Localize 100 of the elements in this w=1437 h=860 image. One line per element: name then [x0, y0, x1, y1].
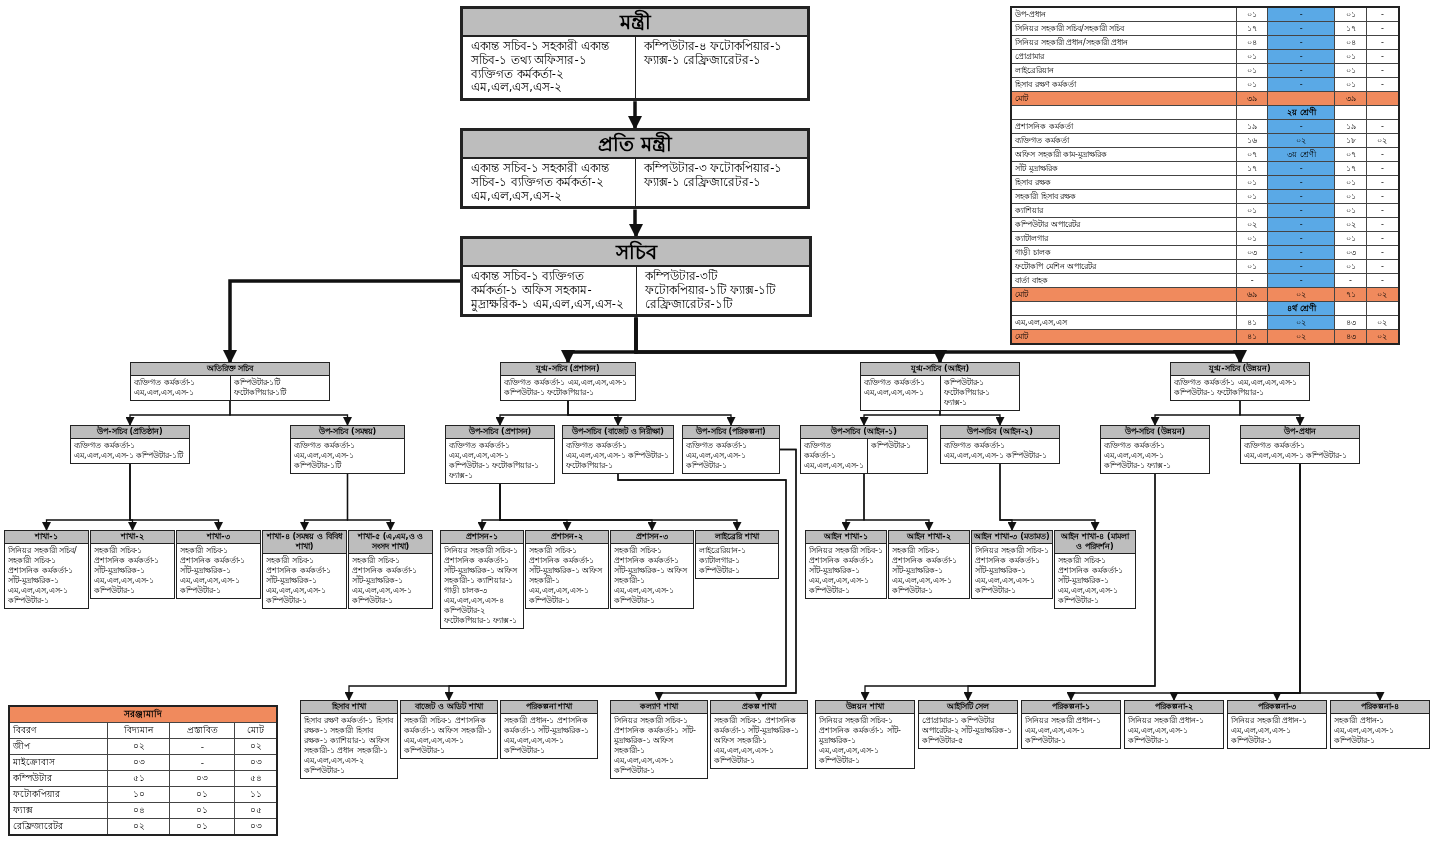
table-cell: ১০: [107, 786, 170, 803]
table-cell: -: [1267, 7, 1335, 22]
staff-list: সহকারী প্রধান-১ প্রশাসনিক কর্মকর্তা-১ সাঁট-মুদ্রাক্ষরিক-১ এম,এল,এস,এস-১ কম্পিউটার-১: [501, 714, 597, 758]
unit-title: উপ-সচিব (আইন-১): [801, 426, 927, 439]
unit-title: আইন শাখা-১: [806, 531, 886, 544]
table-cell: -: [1236, 273, 1268, 288]
staff-list: ব্যক্তিগত কর্মকর্তা-১ এম,এল,এস,এস-১: [801, 439, 867, 473]
org-unit-box: [4, 530, 89, 609]
unit-title: উপ-সচিব (উন্নয়ন): [1101, 426, 1209, 439]
table-cell: ০১: [1236, 7, 1268, 22]
unit-title: প্রকল্প শাখা: [711, 701, 807, 714]
table-cell: -: [169, 738, 235, 755]
table-cell: ০১: [1334, 175, 1367, 190]
table-cell: ৫১: [107, 770, 170, 787]
unit-title: প্রশাসন-১: [441, 531, 523, 544]
staff-list: ব্যক্তিগত কর্মকর্তা-১ এম,এল,এস,এস-১ কম্পিউটার-১: [1241, 439, 1359, 463]
staff-list: সিনিয়র সহকারী সচিব-১ প্রশাসনিক কর্মকর্তা-১ সাঁট-মুদ্রাক্ষরিক-১ এম,এল,এস,এস-১ কম্পিউটার-১: [972, 544, 1052, 598]
table-cell: ক্যাটালগার: [1011, 231, 1237, 246]
table-cell: ০১: [1334, 231, 1367, 246]
unit-title: পরিকল্পনা-১: [1022, 701, 1120, 714]
arrow: [129, 463, 223, 531]
org-unit-box: [290, 425, 405, 474]
org-unit-box: [445, 425, 555, 484]
org-unit-box: [562, 425, 674, 474]
table-cell: ০৭: [1236, 147, 1268, 162]
arrow: [223, 279, 460, 364]
staff-list: সহকারী প্রধান-১ এম,এল,এস,এস-১ কম্পিউটার-১: [1331, 714, 1429, 748]
org-unit-box: [525, 530, 609, 609]
table-cell: ফটোকপি মেশিন অপারেটর: [1011, 259, 1237, 274]
arrow: [754, 448, 797, 701]
unit-title: শাখা-১: [5, 531, 88, 544]
table-cell: ০১: [169, 786, 235, 803]
unit-title: উপ-সচিব (প্রশাসন): [446, 426, 554, 439]
table-cell: কম্পিউটার: [9, 770, 108, 787]
staff-list: ব্যক্তিগত কর্মকর্তা-১ এম,এল,এস,এস-১ কম্পিউটার-১টি: [71, 439, 189, 463]
table-cell: উপ-প্রধান: [1011, 7, 1237, 22]
staff-list: ব্যক্তিগত কর্মকর্তা-১ এম,এল,এস,এস-১ কম্পিউটার-১: [683, 439, 779, 473]
staff-list: সিনিয়র সহকারী প্রধান-১ এম,এল,এস,এস-১ কম্পিউটার-১: [1228, 714, 1326, 748]
table-cell: বার্তা বাহক: [1011, 273, 1237, 288]
org-unit-box: [1100, 425, 1210, 474]
table-cell: সরঞ্জামাদি: [9, 706, 277, 723]
unit-title: উপ-প্রধান: [1241, 426, 1359, 439]
arrow: [628, 101, 642, 130]
staff-list: সহকারী সচিব-১ প্রশাসনিক কর্মকর্তা-১ সাঁট-মুদ্রাক্ষরিক-১ অফিস সহকারী-১ এম,এল,এস,এস-১ কম্পিউটার-১: [611, 544, 693, 608]
arrow: [567, 400, 736, 426]
org-unit-box: [1330, 700, 1430, 749]
staff-list: কম্পিউটার-৩টি ফটোকপিয়ার-১টি ফ্যাক্স-১টি রেফ্রিজারেটর-১টি: [635, 267, 809, 315]
table-cell: ০১: [1334, 63, 1367, 78]
org-unit-box: [888, 530, 970, 599]
table-cell: ১৯: [1236, 119, 1268, 134]
table-cell: প্রশাসনিক কর্মকর্তা: [1011, 119, 1237, 134]
arrow: [1239, 400, 1305, 426]
org-unit-box: [800, 425, 928, 474]
org-unit-box: [300, 700, 398, 779]
table-cell: ০১: [1334, 203, 1367, 218]
arrow: [863, 473, 934, 531]
staff-list: ব্যক্তিগত কর্মকর্তা-১ এম,এল,এস,এস-১ কম্পিউটার-১ ফটোকপিয়ার-১: [501, 376, 635, 400]
staff-list: সিনিয়র সহকারী সচিব-১ প্রশাসনিক কর্মকর্তা-১ সাঁট-মুদ্রাক্ষরিক-১ অফিস সহকারী-১ এম,এল,এস,এস-১ কম্পিউটার-১: [611, 714, 707, 778]
table-cell: সহকারী হিসাব রক্ষক: [1011, 189, 1237, 204]
unit-title: আইসিটি সেল: [919, 701, 1017, 714]
unit-title: যুগ্ম-সচিব (আইন): [861, 363, 1019, 376]
org-unit-box: [262, 530, 347, 609]
table-cell: ০১: [1236, 77, 1268, 92]
org-unit-box: [1240, 425, 1360, 464]
arrow: [1299, 463, 1385, 701]
table-cell: গাড়ী চালক: [1011, 245, 1237, 260]
staff-list: সহকারী সচিব-১ প্রশাসনিক কর্মকর্তা-১ সাঁট-মুদ্রাক্ষরিক-১ এম,এল,এস,এস-১ কম্পিউটার-১: [263, 554, 346, 608]
arrow: [939, 410, 1005, 426]
table-cell: -: [1334, 273, 1367, 288]
table-cell: ০৩: [1236, 245, 1268, 260]
unit-title: প্রতি মন্ত্রী: [463, 131, 807, 159]
table-cell: ০৩: [1334, 245, 1367, 260]
unit-title: আইন শাখা-২: [889, 531, 969, 544]
org-unit-box: [130, 362, 330, 401]
unit-title: উপ-সচিব (পরিকল্পনা): [683, 426, 779, 439]
table-cell: ফ্যাক্স: [9, 802, 108, 819]
org-unit-box: [348, 530, 433, 609]
staff-list: প্রোগ্রামার-১ কম্পিউটার অপারেটর-২ সাঁট-মুদ্রাক্ষরিক-১ কম্পিউটার-৫: [919, 714, 1017, 748]
unit-title: প্রশাসন-৩: [611, 531, 693, 544]
org-unit-box: [815, 700, 915, 769]
unit-title: যুগ্ম-সচিব (উন্নয়ন): [1171, 363, 1309, 376]
arrow: [229, 400, 352, 426]
table-cell: এম,এল,এস,এস: [1011, 315, 1237, 330]
table-cell: ফটোকপিয়ার: [9, 786, 108, 803]
table-cell: ০১: [169, 802, 235, 819]
staff-list: একান্ত সচিব-১ সহকারী একান্ত সচিব-১ তথ্য অফিসার-১ ব্যক্তিগত কর্মকর্তা-২ এম,এল,এস,এস-২: [463, 37, 635, 99]
org-unit-box: [918, 700, 1018, 749]
org-unit-box: [1021, 700, 1121, 749]
table-cell: ০৪: [107, 802, 170, 819]
table-cell: ০১: [1236, 259, 1268, 274]
staff-list: সিনিয়র সহকারী সচিব-১ প্রশাসনিক কর্মকর্তা-১ সাঁট-মুদ্রাক্ষরিক-১ এম,এল,এস,এস-১ কম্পিউটার-১: [806, 544, 886, 598]
unit-title: হিসাব শাখা: [301, 701, 397, 714]
arrow: [629, 209, 643, 238]
table-cell: ক্যাশিয়ার: [1011, 203, 1237, 218]
org-unit-box: [610, 530, 694, 609]
table-cell: ১৭: [1334, 161, 1367, 176]
unit-title: সচিব: [463, 239, 809, 267]
table-cell: ০১: [1236, 175, 1268, 190]
table-cell: ৪৩: [1334, 315, 1367, 330]
table-cell: ০৩: [107, 754, 170, 771]
